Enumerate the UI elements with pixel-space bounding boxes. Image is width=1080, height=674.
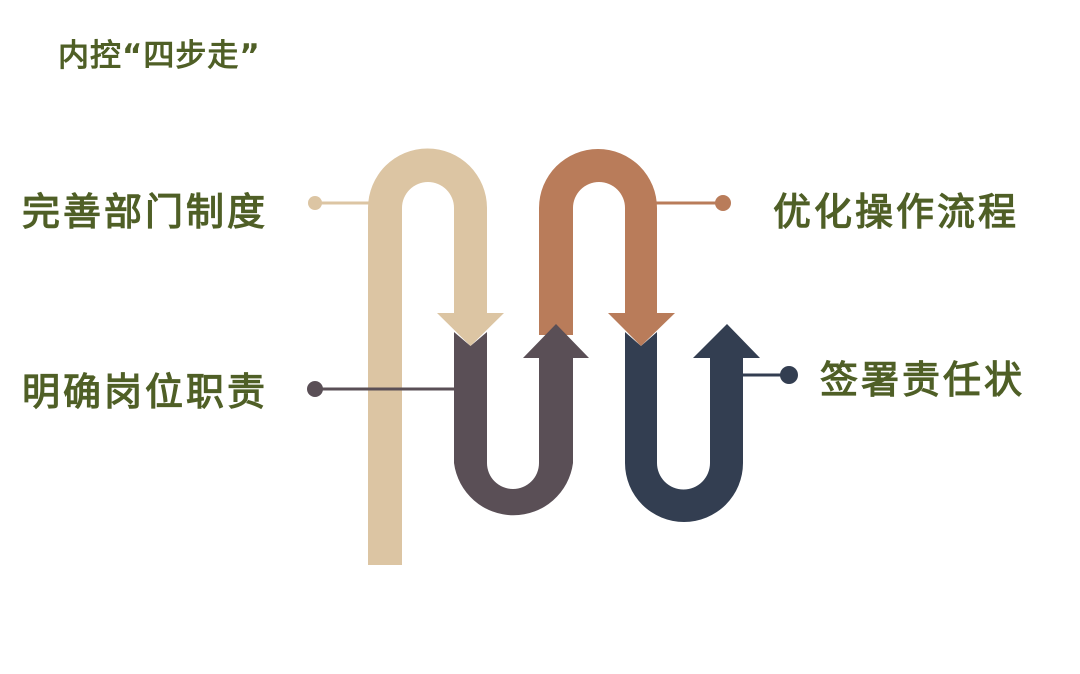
step-3-arrow: [539, 149, 675, 346]
connector-3: [656, 195, 731, 211]
step-4-arrow: [625, 324, 760, 522]
step-label-3: 优化操作流程: [773, 189, 1020, 234]
step-label-1: 完善部门制度: [22, 189, 269, 234]
step-label-2: 明确岗位职责: [22, 369, 269, 414]
step-label-4: 签署责任状: [820, 357, 1026, 402]
connector-2: [307, 381, 455, 397]
connector-dot-2: [307, 381, 323, 397]
connector-dot-4: [780, 366, 798, 384]
connector-dot-3: [715, 195, 731, 211]
step-2-arrow: [454, 324, 589, 516]
connector-dot-1: [308, 196, 322, 210]
connector-4: [742, 366, 798, 384]
page-title: 内控“四步走”: [58, 38, 261, 74]
step-1-arrow: [368, 148, 504, 566]
connector-1: [308, 196, 369, 210]
